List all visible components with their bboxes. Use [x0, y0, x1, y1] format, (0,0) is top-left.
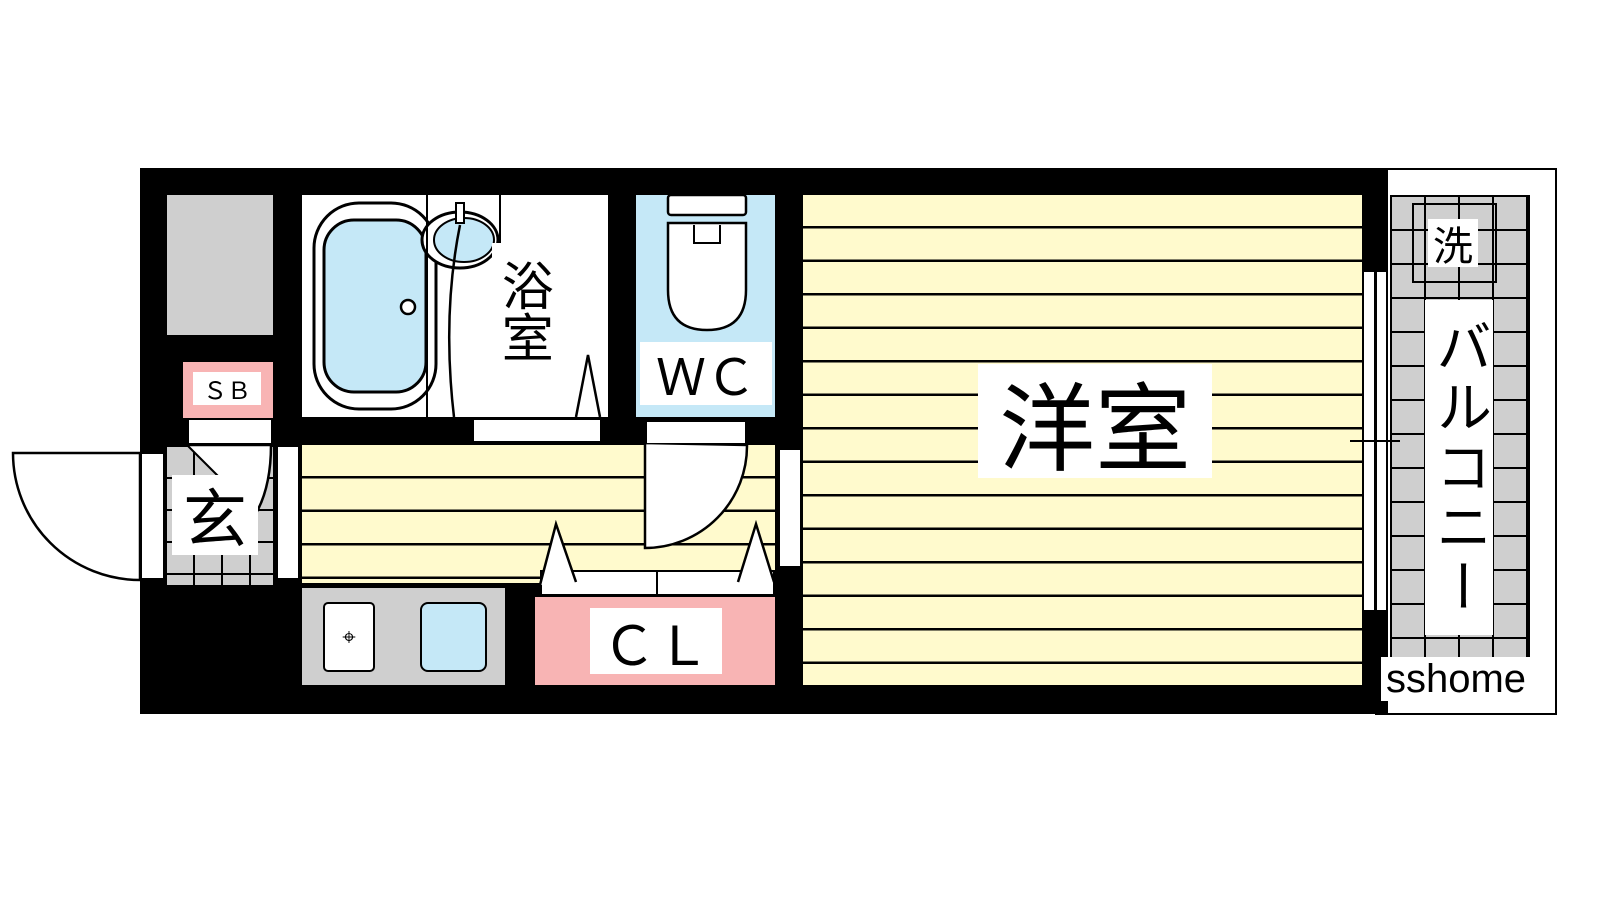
- closet-door-swing: [538, 520, 776, 585]
- entrance-frame: [276, 445, 300, 580]
- washer-space: 洗: [1412, 203, 1497, 283]
- stove-icon: ⌖: [323, 602, 375, 672]
- closet-door-divider: [656, 570, 658, 596]
- bathroom-door: [472, 418, 602, 443]
- balcony-label: バルコニー: [1425, 300, 1493, 635]
- shoe-box: ＳＢ: [183, 362, 273, 418]
- shoe-box-door: [187, 418, 273, 445]
- front-door-swing[interactable]: [10, 450, 145, 585]
- toilet-label: ＷＣ: [640, 342, 772, 407]
- room-door-frame: [778, 448, 802, 568]
- window-handle: [1350, 440, 1400, 442]
- closet-label: ＣＬ: [590, 608, 722, 678]
- closet: ＣＬ: [535, 597, 775, 685]
- toilet-icon: [666, 195, 748, 332]
- western-room: 洋室: [803, 195, 1362, 685]
- shoe-box-label: ＳＢ: [193, 372, 261, 405]
- toilet-room: ＷＣ: [636, 195, 775, 417]
- wc-door: [645, 420, 747, 445]
- bathroom: 浴室: [302, 195, 608, 417]
- storage-area: [167, 195, 273, 335]
- western-room-label: 洋室: [978, 364, 1212, 486]
- watermark: sshome: [1381, 657, 1531, 701]
- kitchen-counter: ⌖: [302, 588, 505, 685]
- bathroom-label: 浴室: [492, 243, 552, 378]
- washer-label: 洗: [1428, 219, 1478, 270]
- entrance-label: 玄: [172, 475, 258, 558]
- bathtub-icon: [312, 195, 602, 417]
- wc-door-swing: [643, 443, 749, 550]
- sink-icon: [420, 602, 487, 672]
